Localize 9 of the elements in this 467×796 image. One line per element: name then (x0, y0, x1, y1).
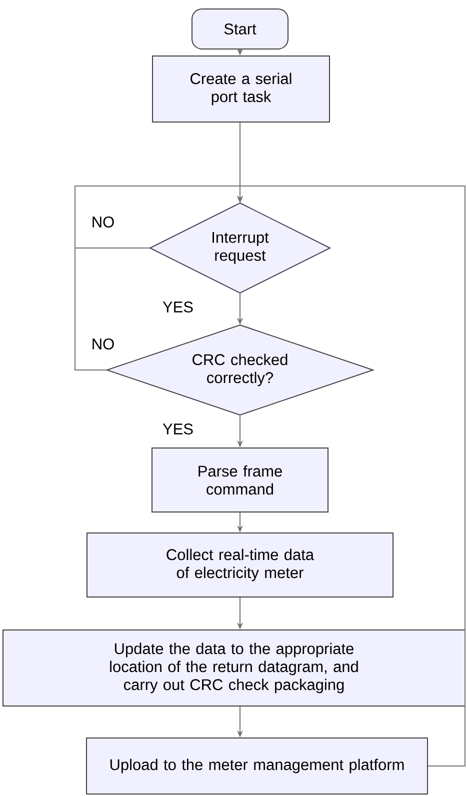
process-box: Upload to the meter management platform (86, 738, 428, 794)
process-box: Update the data to the appropriate location of the return datagram, and carry out CRC check packaging (2, 630, 466, 706)
edge-label: NO (90, 216, 116, 228)
process-box: Parse frame command (152, 448, 328, 512)
edge-label: YES (162, 422, 194, 436)
process-box: Create a serial port task (152, 56, 330, 122)
process-box: Collect real-time data of electricity meter (86, 532, 394, 598)
edge-label: YES (162, 300, 194, 314)
start-terminal: Start (192, 8, 288, 50)
